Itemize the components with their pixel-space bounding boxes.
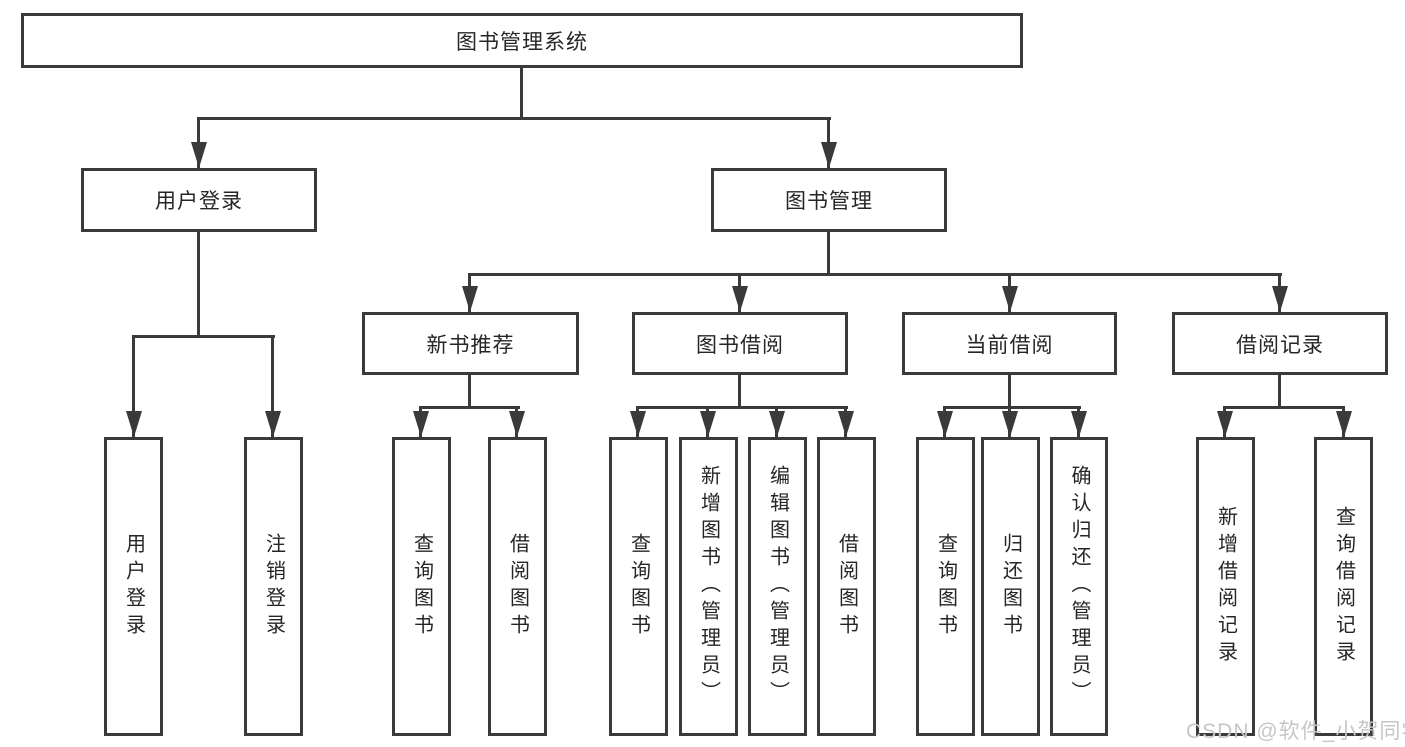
arrowhead-down-icon — [838, 411, 854, 437]
node-book-borrowing: 图书借阅 — [632, 312, 848, 375]
connector-line — [197, 232, 200, 338]
connector-line — [271, 335, 274, 437]
connector-line — [1278, 375, 1281, 409]
leaf-query-borrow-record: 查询借阅记录 — [1314, 437, 1373, 736]
node-current-borrowing: 当前借阅 — [902, 312, 1117, 375]
csdn-watermark: CSDN @软件_小贺同学 — [1186, 720, 1405, 743]
leaf-edit-books-admin: 编辑图书（管理员） — [748, 437, 807, 736]
leaf-user-login: 用户登录 — [104, 437, 163, 736]
connector-line — [468, 273, 1282, 276]
arrowhead-down-icon — [630, 411, 646, 437]
connector-line — [132, 335, 275, 338]
connector-line — [738, 375, 741, 409]
arrowhead-down-icon — [1002, 286, 1018, 312]
arrowhead-down-icon — [1272, 286, 1288, 312]
arrowhead-down-icon — [1217, 411, 1233, 437]
arrowhead-down-icon — [509, 411, 525, 437]
connector-line — [468, 375, 471, 409]
node-book-management: 图书管理 — [711, 168, 947, 232]
arrowhead-down-icon — [732, 286, 748, 312]
node-library-management-system: 图书管理系统 — [21, 13, 1023, 68]
arrowhead-down-icon — [462, 286, 478, 312]
connector-line — [132, 335, 135, 437]
leaf-query-books-current: 查询图书 — [916, 437, 975, 736]
arrowhead-down-icon — [265, 411, 281, 437]
connector-line — [520, 68, 523, 120]
arrowhead-down-icon — [1071, 411, 1087, 437]
arrowhead-down-icon — [700, 411, 716, 437]
arrowhead-down-icon — [126, 411, 142, 437]
arrowhead-down-icon — [1002, 411, 1018, 437]
leaf-logout: 注销登录 — [244, 437, 303, 736]
leaf-query-books-recommend: 查询图书 — [392, 437, 451, 736]
connector-line — [636, 406, 848, 409]
leaf-return-books: 归还图书 — [981, 437, 1040, 736]
arrowhead-down-icon — [1336, 411, 1352, 437]
arrowhead-down-icon — [821, 142, 837, 168]
connector-line — [827, 232, 830, 276]
node-borrowing-records: 借阅记录 — [1172, 312, 1388, 375]
leaf-borrow-books-recommend: 借阅图书 — [488, 437, 547, 736]
arrowhead-down-icon — [937, 411, 953, 437]
leaf-borrow-books: 借阅图书 — [817, 437, 876, 736]
arrowhead-down-icon — [191, 142, 207, 168]
connector-line — [1008, 375, 1011, 409]
connector-line — [1223, 406, 1345, 409]
connector-line — [197, 117, 831, 120]
node-user-login-group: 用户登录 — [81, 168, 317, 232]
arrowhead-down-icon — [769, 411, 785, 437]
node-new-book-recommendation: 新书推荐 — [362, 312, 579, 375]
connector-line — [943, 406, 1081, 409]
leaf-confirm-return-admin: 确认归还（管理员） — [1050, 437, 1108, 736]
leaf-add-books-admin: 新增图书（管理员） — [679, 437, 738, 736]
arrowhead-down-icon — [413, 411, 429, 437]
connector-line — [419, 406, 520, 409]
leaf-query-books-borrowing: 查询图书 — [609, 437, 668, 736]
leaf-add-borrow-record: 新增借阅记录 — [1196, 437, 1255, 736]
